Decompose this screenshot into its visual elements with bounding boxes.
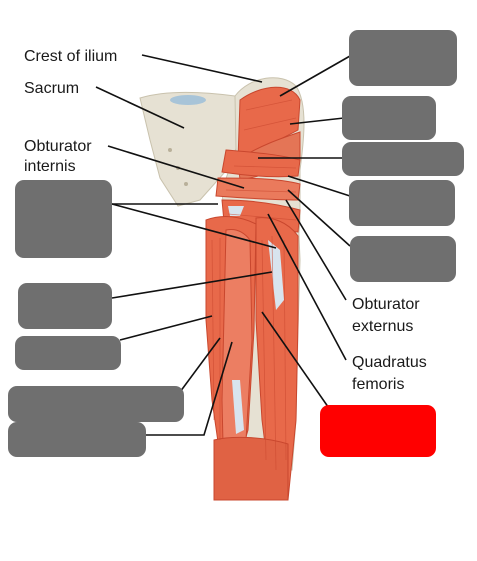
leader-line-quadratus-femoris (267, 213, 347, 361)
distal-tendon (232, 380, 244, 434)
obturator-internus-muscle (215, 177, 301, 201)
answer-box-right-3[interactable] (342, 142, 464, 176)
label-quadratus-femoris-line2: femoris (352, 376, 404, 393)
answer-box-right-1[interactable] (349, 30, 457, 86)
gastrocnemius-upper-muscle (213, 436, 289, 501)
label-quadratus-femoris-line1: Quadratus (352, 354, 427, 371)
leader-line-box-right-1 (279, 55, 351, 97)
leader-line-obturator-internis (107, 145, 245, 189)
leader-lines (95, 54, 351, 436)
label-sacrum: Sacrum (24, 80, 79, 97)
ischial-tendon (228, 206, 244, 216)
anatomy-illustration (139, 77, 305, 501)
leader-line-box-left-4 (179, 337, 221, 393)
label-crest-of-ilium: Crest of ilium (24, 48, 117, 65)
answer-box-highlighted[interactable] (320, 405, 436, 457)
text-labels: Crest of ilium Sacrum Obturator internis… (24, 48, 427, 393)
answer-box-left-5[interactable] (8, 422, 146, 457)
leader-line-obturator-externus (285, 199, 347, 301)
label-obturator-externus-line2: externus (352, 318, 413, 335)
leader-line-sacrum (95, 86, 185, 129)
answer-box-left-2[interactable] (18, 283, 112, 329)
answer-box-left-4[interactable] (8, 386, 184, 422)
answer-box-right-5[interactable] (350, 236, 456, 282)
answer-box-left-1[interactable] (15, 180, 112, 258)
leader-line-box-right-4 (287, 175, 351, 197)
answer-box-right-4[interactable] (349, 180, 455, 226)
leader-line-box-right-2 (289, 117, 345, 125)
leader-line-box-left-3 (119, 315, 213, 341)
leader-line-box-left-5 (146, 341, 233, 436)
piriformis-muscle (221, 149, 301, 178)
sacrum-bone (139, 91, 241, 207)
leader-line-box-left-1b (111, 203, 277, 249)
leader-line-box-left-2 (111, 271, 273, 299)
leader-line-crest-of-ilium (141, 54, 263, 83)
label-obturator-internis-line1: Obturator (24, 138, 92, 155)
sacral-canal (170, 95, 206, 105)
answer-box-right-2[interactable] (342, 96, 436, 140)
answer-boxes (8, 30, 464, 457)
label-obturator-externus-line1: Obturator (352, 296, 420, 313)
label-obturator-internis-line2: internis (24, 158, 76, 175)
answer-box-left-3[interactable] (15, 336, 121, 370)
leader-line-box-right-5 (287, 189, 351, 247)
